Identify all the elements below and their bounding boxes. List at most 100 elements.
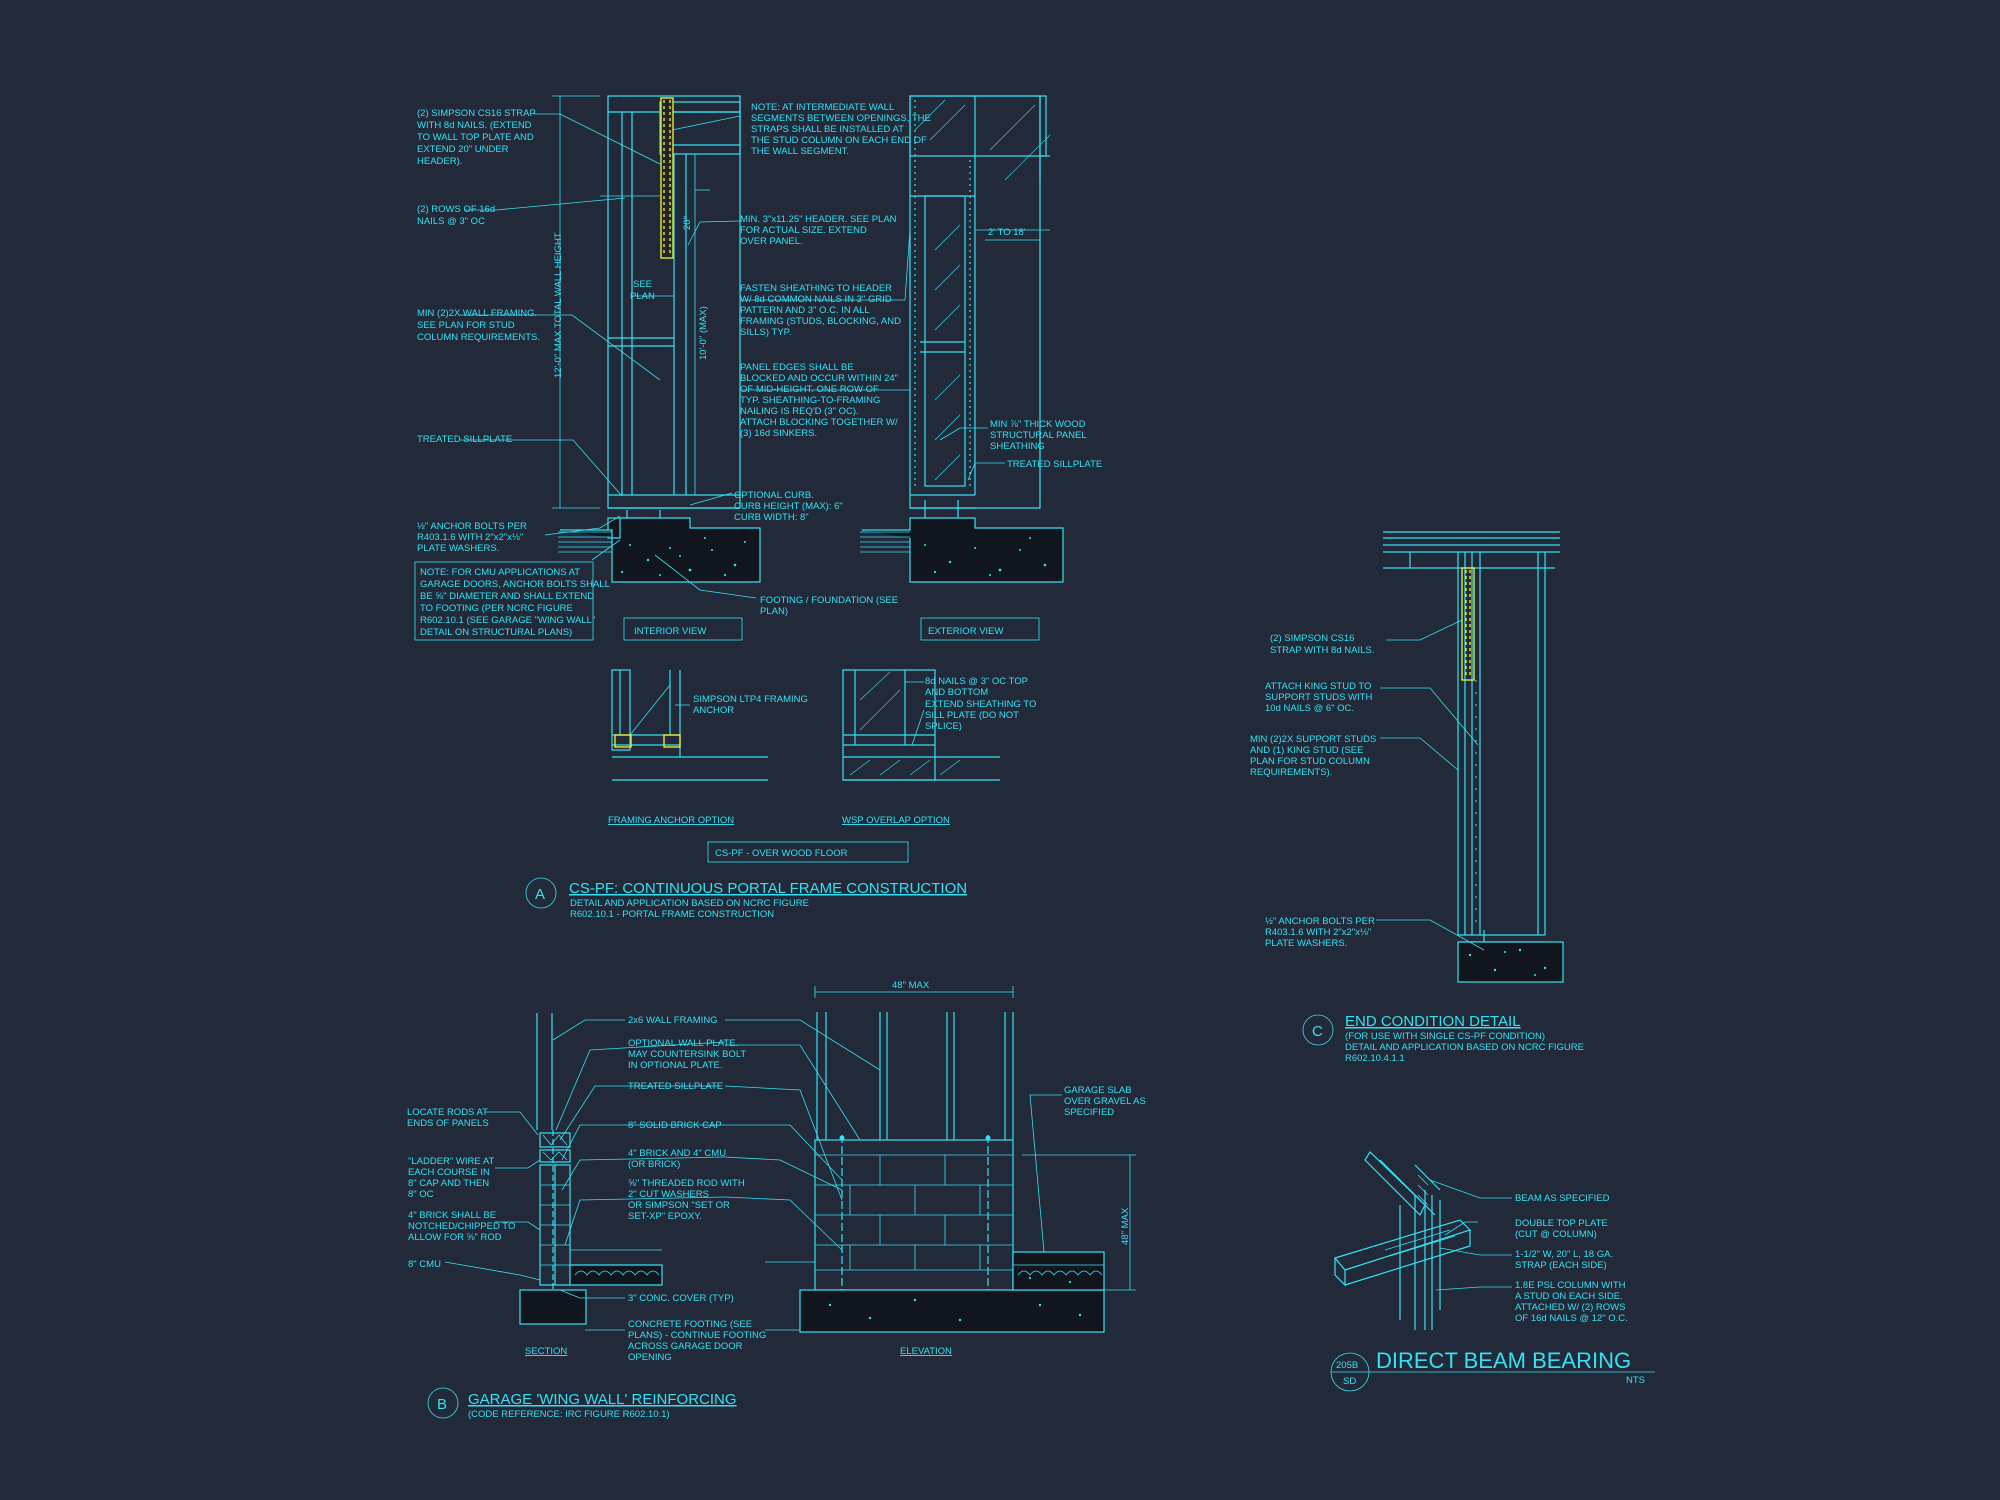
- dim-20: 20": [682, 216, 693, 230]
- note-d-beam: BEAM AS SPECIFIED: [1515, 1193, 1610, 1204]
- note-header-1: MIN. 3"x11.25" HEADER. SEE PLAN: [740, 214, 897, 225]
- note-threaded-3: OR SIMPSON "SET OR: [628, 1200, 730, 1211]
- exterior-view-box: [920, 617, 1040, 641]
- over-wood-floor-label: CS-PF - OVER WOOD FLOOR: [715, 848, 848, 859]
- note-notch-2: NOTCHED/CHIPPED TO: [408, 1221, 515, 1232]
- detail-b-leaders: [444, 1019, 1062, 1331]
- note-threaded-1: ⅝" THREADED ROD WITH: [628, 1178, 745, 1189]
- dim-48-max-vertical: 48" MAX: [1120, 1207, 1131, 1245]
- note-curb-2: CURB HEIGHT (MAX): 6": [734, 501, 843, 512]
- note-ladder-1: "LADDER" WIRE AT: [408, 1156, 494, 1167]
- note-cover: 3" CONC. COVER (TYP): [628, 1293, 734, 1304]
- over-wood-floor-box: [707, 841, 909, 863]
- note-fasten-4: FRAMING (STUDS, BLOCKING, AND: [740, 316, 901, 327]
- note-d-strap-2: STRAP (EACH SIDE): [1515, 1260, 1607, 1271]
- detail-b-tag-circle: [427, 1387, 459, 1419]
- detail-d-text: BEAM AS SPECIFIED DOUBLE TOP PLATE (CUT …: [1336, 1193, 1645, 1387]
- cs16-strap-c: [1461, 567, 1475, 681]
- note-intermediate-3: STRAPS SHALL BE INSTALLED AT: [751, 124, 904, 135]
- note-b-sillplate: TREATED SILLPLATE: [628, 1081, 723, 1092]
- note-strap-2: WITH 8d NAILS. (EXTEND: [417, 120, 532, 131]
- note-b-footing-2: PLANS) - CONTINUE FOOTING: [628, 1330, 766, 1341]
- note-slab-2: OVER GRAVEL AS: [1064, 1096, 1146, 1107]
- note-notch-3: ALLOW FOR ⅝" ROD: [408, 1232, 502, 1243]
- note-d-column-3: ATTACHED W/ (2) ROWS: [1515, 1302, 1625, 1313]
- note-framing-3: COLUMN REQUIREMENTS.: [417, 332, 540, 343]
- detail-c-subtitle-2: DETAIL AND APPLICATION BASED ON NCRC FIG…: [1345, 1042, 1584, 1053]
- note-cmu-6: DETAIL ON STRUCTURAL PLANS): [420, 627, 572, 638]
- detail-d-beam-bearing: [1333, 1151, 1472, 1330]
- detail-b-tag: B: [437, 1396, 447, 1413]
- note-slab-3: SPECIFIED: [1064, 1107, 1114, 1118]
- note-cmu-4: TO FOOTING (PER NCRC FIGURE: [420, 603, 573, 614]
- detail-a-leaders: [460, 113, 1040, 599]
- detail-a-tag: A: [535, 886, 545, 903]
- note-cmu-1: NOTE: FOR CMU APPLICATIONS AT: [420, 567, 580, 578]
- note-optional-plate-2: MAY COUNTERSINK BOLT: [628, 1049, 746, 1060]
- note-d-strap-1: 1-1/2" W, 20" L, 18 GA.: [1515, 1249, 1613, 1260]
- detail-c-leaders: [1376, 619, 1485, 951]
- note-cmu-3: BE ⅝" DIAMETER AND SHALL EXTEND: [420, 591, 594, 602]
- note-d-plate-1: DOUBLE TOP PLATE: [1515, 1218, 1608, 1229]
- note-notch-1: 4" BRICK SHALL BE: [408, 1210, 496, 1221]
- detail-c-end-condition: [1383, 531, 1564, 983]
- note-panel-7: (3) 16d SINKERS.: [740, 428, 817, 439]
- note-panel-3: OF MID-HEIGHT. ONE ROW OF: [740, 384, 879, 395]
- note-c-anchor-1: ½" ANCHOR BOLTS PER: [1265, 916, 1375, 927]
- detail-d-tag: [1330, 1352, 1655, 1392]
- note-intermediate-2: SEGMENTS BETWEEN OPENINGS, THE: [751, 113, 931, 124]
- note-fasten-2: W/ 8d COMMON NAILS IN 3" GRID: [740, 294, 892, 305]
- detail-c-text: (2) SIMPSON CS16 STRAP WITH 8d NAILS. AT…: [1250, 633, 1584, 1064]
- note-panel-6: ATTACH BLOCKING TOGETHER W/: [740, 417, 898, 428]
- note-cmu-5: R602.10.1 (SEE GARAGE "WING WALL": [420, 615, 595, 626]
- see-plan-1: SEE: [633, 279, 652, 290]
- note-header-2: FOR ACTUAL SIZE. EXTEND: [740, 225, 867, 236]
- note-locate-2: ENDS OF PANELS: [407, 1118, 489, 1129]
- detail-a-interior-view: [552, 95, 761, 583]
- detail-a-subtitle-2: R602.10.1 - PORTAL FRAME CONSTRUCTION: [570, 909, 774, 920]
- cmu-note-box: [414, 561, 594, 641]
- detail-c-title: END CONDITION DETAIL: [1345, 1013, 1521, 1030]
- note-strap-4: EXTEND 20" UNDER: [417, 144, 509, 155]
- note-c-support-1: MIN (2)2X SUPPORT STUDS: [1250, 734, 1376, 745]
- detail-b-elevation: [799, 986, 1136, 1333]
- note-footing-1: FOOTING / FOUNDATION (SEE: [760, 595, 898, 606]
- note-c-king-1: ATTACH KING STUD TO: [1265, 681, 1371, 692]
- note-ltp4-1: SIMPSON LTP4 FRAMING: [693, 694, 808, 705]
- framing-anchor-option-detail: [611, 669, 768, 781]
- note-anchor-1: ½" ANCHOR BOLTS PER: [417, 521, 527, 532]
- note-c-king-3: 10d NAILS @ 6" OC.: [1265, 703, 1354, 714]
- interior-view-label: INTERIOR VIEW: [634, 626, 706, 637]
- note-threaded-2: 2" CUT WASHERS: [628, 1189, 709, 1200]
- note-curb-1: OPTIONAL CURB.: [734, 490, 814, 501]
- wsp-overlap-option-detail: [842, 669, 1000, 781]
- note-cmu-2: GARAGE DOORS, ANCHOR BOLTS SHALL: [420, 579, 610, 590]
- note-strap-3: TO WALL TOP PLATE AND: [417, 132, 534, 143]
- note-footing-2: PLAN): [760, 606, 788, 617]
- note-framing-2: SEE PLAN FOR STUD: [417, 320, 515, 331]
- note-ladder-4: 8" OC: [408, 1189, 434, 1200]
- dim-10ft: 10'-0" (MAX): [698, 306, 709, 360]
- note-min-structural-3: SHEATHING: [990, 441, 1045, 452]
- note-intermediate-5: THE WALL SEGMENT.: [751, 146, 849, 157]
- note-panel-1: PANEL EDGES SHALL BE: [740, 362, 854, 373]
- detail-d-tag-top: 205B: [1336, 1360, 1358, 1371]
- detail-b-title: GARAGE 'WING WALL' REINFORCING: [468, 1391, 737, 1408]
- note-nails-2: NAILS @ 3" OC: [417, 216, 485, 227]
- detail-a-tag-circle: [525, 877, 557, 909]
- note-min-structural-1: MIN ⅞" THICK WOOD: [990, 419, 1086, 430]
- elevation-label: ELEVATION: [900, 1346, 952, 1357]
- detail-b-section: [519, 1013, 663, 1325]
- note-panel-4: TYP. SHEATHING-TO-FRAMING: [740, 395, 880, 406]
- note-sill-ext: TREATED SILLPLATE: [1007, 459, 1102, 470]
- note-brick-cap: 8" SOLID BRICK CAP: [628, 1120, 722, 1131]
- detail-d-title: DIRECT BEAM BEARING: [1376, 1348, 1631, 1373]
- detail-c-tag: C: [1312, 1023, 1323, 1040]
- note-intermediate-1: NOTE: AT INTERMEDIATE WALL: [751, 102, 894, 113]
- note-d-column-4: OF 16d NAILS @ 12" O.C.: [1515, 1313, 1628, 1324]
- note-b-footing-4: OPENING: [628, 1352, 672, 1363]
- note-min-structural-2: STRUCTURAL PANEL: [990, 430, 1087, 441]
- dim-12ft: 12'-0" MAX TOTAL WALL HEIGHT: [553, 232, 564, 378]
- note-fasten-5: SILLS) TYP.: [740, 327, 791, 338]
